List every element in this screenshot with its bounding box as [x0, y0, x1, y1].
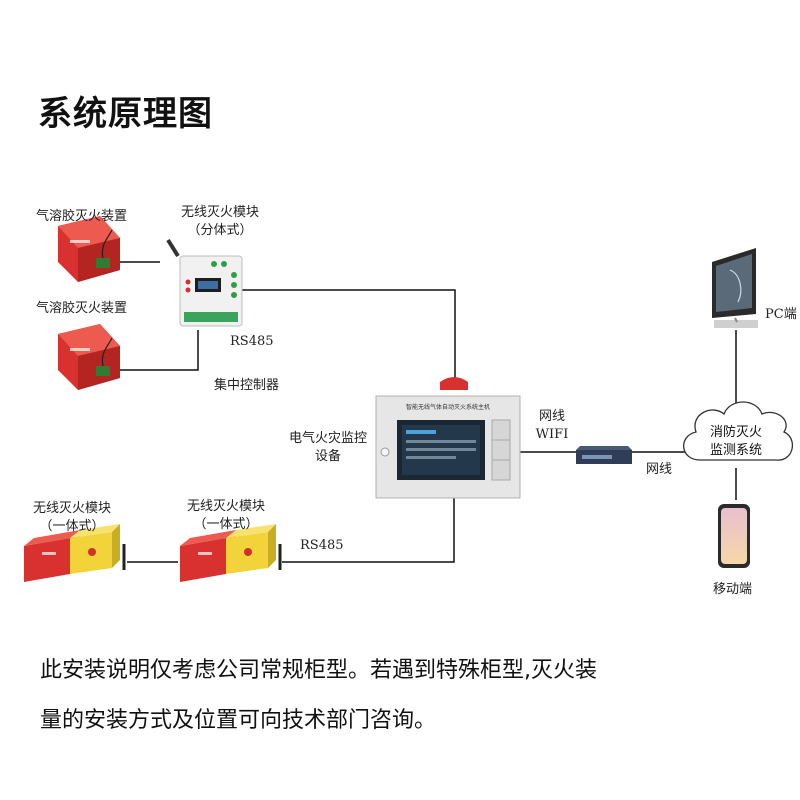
link-aerosol-2-split-module — [120, 330, 199, 371]
label-network-line2: WIFI — [535, 427, 569, 442]
host-cabinet — [375, 377, 521, 499]
label-integrated-module-1-line2: （一体式） — [39, 519, 105, 534]
host-panel-caption: 智能无线气体自动灭火系统主机 — [405, 404, 490, 411]
label-wireless-split-module: 无线灭火模块 （分体式） — [168, 204, 272, 240]
connection-lines — [120, 261, 737, 563]
label-network-line1: 网线 — [538, 409, 565, 424]
label-integrated-module-2-line1: 无线灭火模块 — [186, 499, 265, 514]
label-cloud-line1: 消防灭火 — [709, 425, 762, 440]
label-integrated-module-2: 无线灭火模块 （一体式） — [174, 498, 278, 534]
label-pc: PC端 — [765, 307, 797, 322]
footer-note-line2: 量的安装方式及位置可向技术部门咨询。 — [40, 708, 437, 733]
cloud-shape — [683, 401, 794, 461]
integrated-module-1 — [24, 524, 126, 582]
label-monitor-device: 电气火灾监控 设备 — [282, 430, 374, 466]
wireless-split-module — [166, 238, 243, 327]
aerosol-device-1 — [58, 216, 120, 282]
label-rs485-top: RS485 — [230, 334, 274, 349]
label-integrated-module-2-line2: （一体式） — [193, 517, 259, 532]
label-monitor-device-line2: 设备 — [314, 449, 341, 464]
label-network-wifi: 网线 WIFI — [528, 408, 576, 444]
pc-monitor — [712, 248, 758, 328]
label-aerosol-device-1: 气溶胶灭火装置 — [36, 209, 128, 224]
aerosol-device-2 — [58, 324, 120, 390]
label-integrated-module-1-line1: 无线灭火模块 — [32, 501, 111, 516]
footer-note-line1: 此安装说明仅考虑公司常规柜型。若遇到特殊柜型,灭火装 — [40, 658, 597, 683]
label-central-controller: 集中控制器 — [214, 378, 280, 393]
label-aerosol-device-2: 气溶胶灭火装置 — [36, 301, 128, 316]
label-wireless-split-module-line1: 无线灭火模块 — [180, 205, 259, 220]
label-mobile: 移动端 — [713, 582, 753, 597]
label-monitor-device-line1: 电气火灾监控 — [288, 431, 367, 446]
label-cloud-system: 消防灭火 监测系统 — [692, 424, 780, 460]
router — [576, 446, 632, 464]
label-rs485-bottom: RS485 — [300, 538, 344, 553]
label-cloud-line2: 监测系统 — [709, 443, 762, 458]
label-integrated-module-1: 无线灭火模块 （一体式） — [20, 500, 124, 536]
label-wireless-split-module-line2: （分体式） — [187, 223, 253, 238]
link-host-integrated-module — [282, 478, 455, 563]
page-title: 系统原理图 — [38, 94, 213, 134]
integrated-module-2 — [180, 524, 282, 582]
link-split-module-host — [240, 289, 456, 390]
mobile-phone — [718, 504, 750, 568]
label-network-right: 网线 — [646, 462, 673, 477]
